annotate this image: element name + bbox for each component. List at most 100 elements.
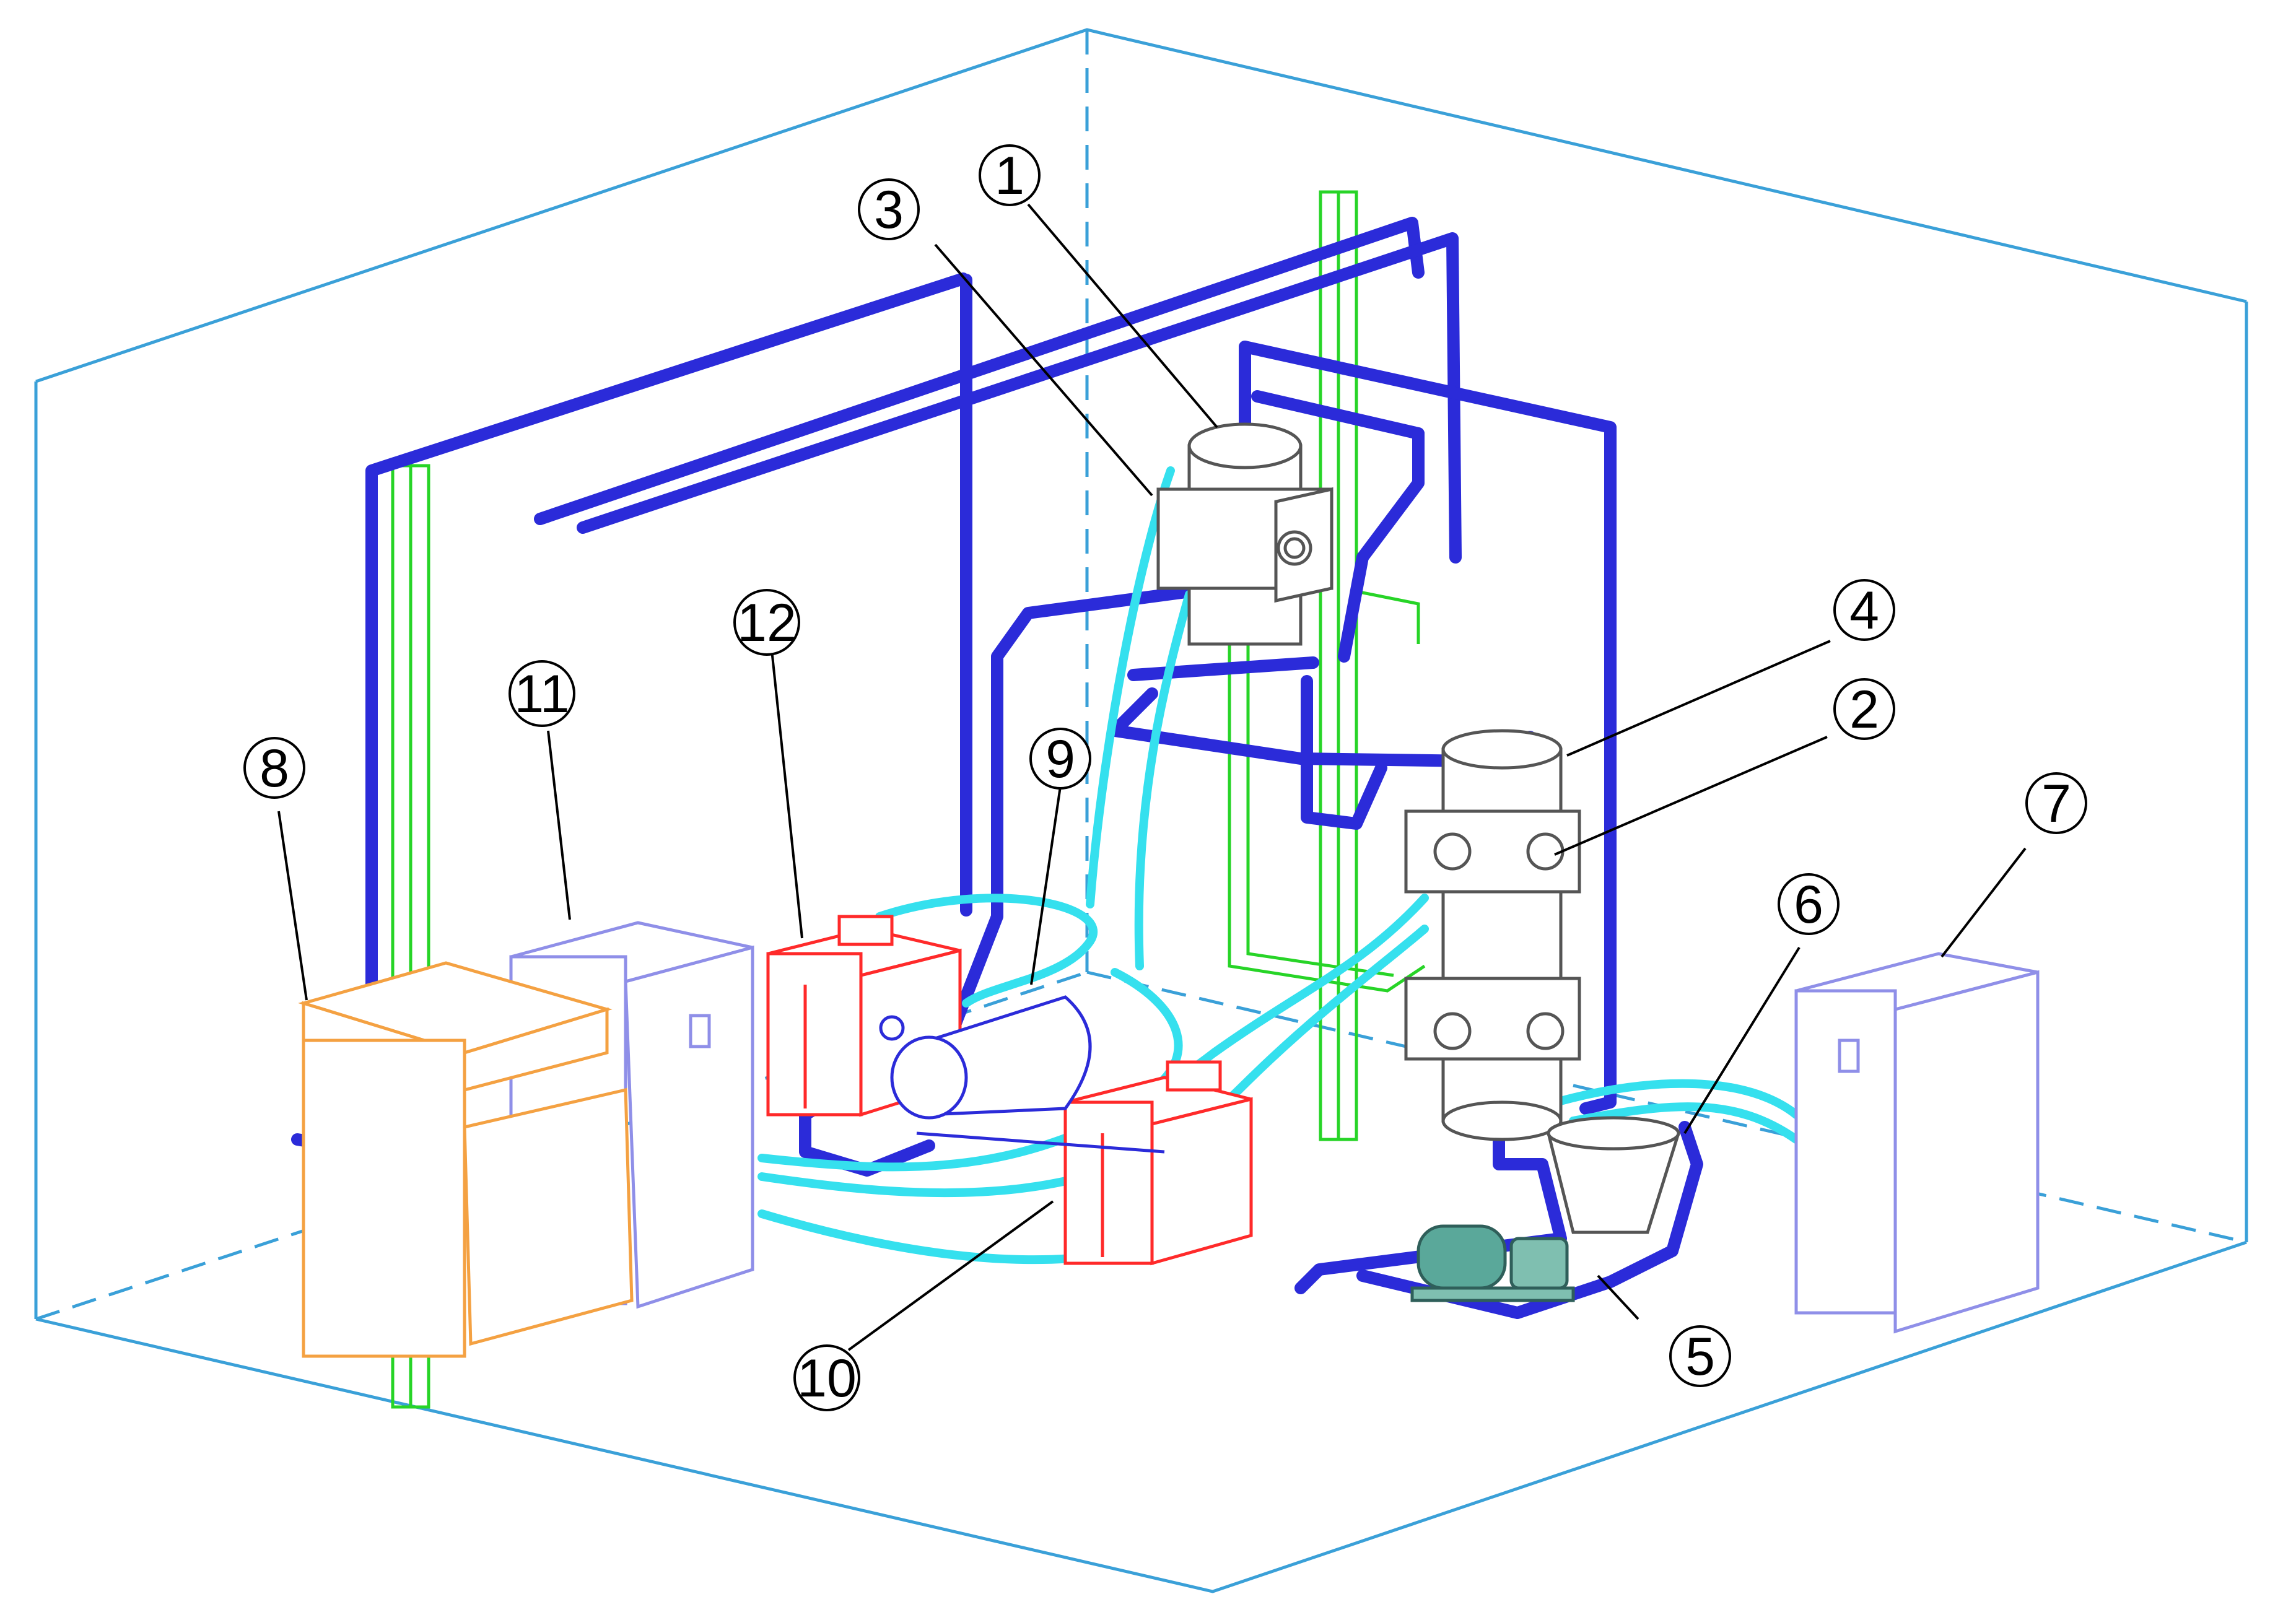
callout-12-label: 12 — [737, 593, 797, 653]
callout-10-label: 10 — [797, 1349, 857, 1408]
green-frame-loop — [1228, 619, 1426, 993]
leader-8 — [277, 811, 308, 1001]
leader-2 — [1554, 736, 1828, 856]
callout-3-circle — [858, 178, 920, 240]
room-top-edge — [35, 28, 2247, 383]
column-bottom — [1441, 1100, 1563, 1141]
pump-motor-body — [1416, 1224, 1507, 1290]
bucket-rim — [1547, 1116, 1680, 1151]
callout-badges: 1 2 3 4 5 6 7 8 — [243, 144, 2087, 1411]
callout-11-circle — [509, 660, 575, 727]
green-frame-top — [1356, 590, 1420, 644]
callout-2-label: 2 — [1849, 680, 1879, 739]
callout-6-circle — [1778, 873, 1840, 935]
callout-1-label: 1 — [995, 146, 1024, 206]
leader-9 — [1030, 786, 1062, 985]
red-tank-lower-side — [1150, 1097, 1253, 1266]
leader-10 — [847, 1200, 1054, 1351]
callout-6-label: 6 — [1794, 875, 1823, 934]
top-vessel-cap — [1187, 422, 1303, 469]
pump-motor — [1410, 1224, 1575, 1302]
callout-1-circle — [979, 144, 1041, 206]
separation-column — [1404, 729, 1581, 1141]
red-tank-lower-display — [1166, 1060, 1222, 1092]
pipe-lower-manifold — [1127, 656, 1319, 681]
hose-7 — [1532, 1079, 1801, 1119]
column-port-1 — [1433, 832, 1472, 871]
callout-12: 12 — [733, 589, 800, 656]
leader-7 — [1940, 847, 2027, 958]
red-tank-lower-front — [1063, 1100, 1154, 1265]
callout-5-circle — [1669, 1325, 1731, 1387]
callout-2: 2 — [1833, 678, 1895, 740]
callout-9-label: 9 — [1045, 729, 1075, 789]
column-top — [1441, 729, 1563, 770]
callout-8-circle — [243, 737, 305, 799]
callout-10-circle — [793, 1344, 860, 1411]
leader-1 — [1027, 203, 1218, 429]
pipe-long-2 — [577, 232, 1462, 564]
cabinet-left-panel — [689, 1014, 711, 1048]
callout-8: 8 — [243, 737, 305, 799]
pipe-manifold-top — [1251, 390, 1425, 440]
callout-5-label: 5 — [1685, 1327, 1715, 1387]
red-tank-upper-display — [837, 915, 894, 946]
pipe-down-to-pump — [1294, 1121, 1567, 1294]
room-bottom-edge — [35, 1240, 2247, 1593]
column-port-3 — [1433, 1012, 1472, 1050]
orange-unit-body — [302, 1039, 466, 1358]
hose-8 — [1569, 1102, 1801, 1144]
callout-7-circle — [2025, 772, 2087, 834]
callout-11-label: 11 — [514, 664, 569, 724]
callout-8-label: 8 — [260, 739, 289, 798]
pump-head — [1509, 1237, 1569, 1290]
callout-11: 11 — [509, 660, 575, 727]
leader-4 — [1566, 640, 1831, 757]
callout-3-label: 3 — [874, 180, 904, 240]
callout-4-circle — [1833, 579, 1895, 641]
cabinet-left-side — [624, 945, 754, 1309]
callouts — [277, 203, 2027, 1351]
red-tank-upper-front — [766, 952, 863, 1117]
pipe-riser-right — [1301, 675, 1387, 830]
callout-5: 5 — [1669, 1325, 1731, 1387]
collection-bucket — [1546, 1116, 1681, 1234]
callout-10: 10 — [793, 1344, 860, 1411]
callout-9-circle — [1029, 728, 1091, 790]
leader-5 — [1597, 1274, 1639, 1320]
callout-3: 3 — [858, 178, 920, 240]
top-reactor-vessel — [1156, 422, 1334, 646]
cabinet-right-panel — [1838, 1039, 1860, 1073]
callout-1: 1 — [979, 144, 1041, 206]
leader-6 — [1683, 946, 1801, 1134]
callout-2-circle — [1833, 678, 1895, 740]
callout-7-label: 7 — [2041, 774, 2071, 834]
hose-4 — [1134, 590, 1194, 970]
leader-3 — [934, 243, 1153, 497]
orange-unit-side-block — [463, 1087, 634, 1346]
cylinder-base-rail — [916, 1131, 1165, 1154]
pipe-down-right — [1338, 427, 1425, 663]
pipe-right-run — [1239, 341, 1617, 1115]
cylinder-end — [890, 1035, 968, 1120]
cabinet-right-side — [1893, 970, 2040, 1334]
callout-6: 6 — [1778, 873, 1840, 935]
column-port-2 — [1526, 832, 1565, 871]
pipe-pump-loop — [1356, 1121, 1703, 1319]
horizontal-cylinder — [879, 995, 1165, 1154]
top-vessel-port-inner — [1283, 537, 1306, 559]
callout-9: 9 — [1029, 728, 1091, 790]
red-tank-lower — [1063, 1060, 1253, 1266]
leader-11 — [547, 730, 571, 920]
cylinder-body — [927, 995, 1092, 1117]
callout-4-label: 4 — [1849, 581, 1879, 640]
column-body — [1441, 747, 1563, 1123]
cylinder-gauge — [879, 1015, 905, 1041]
control-cabinet-right — [1794, 952, 2040, 1334]
orange-power-unit — [298, 961, 634, 1358]
leader-12 — [770, 643, 803, 939]
callout-4: 4 — [1833, 579, 1895, 641]
hose-5 — [875, 894, 1098, 1008]
